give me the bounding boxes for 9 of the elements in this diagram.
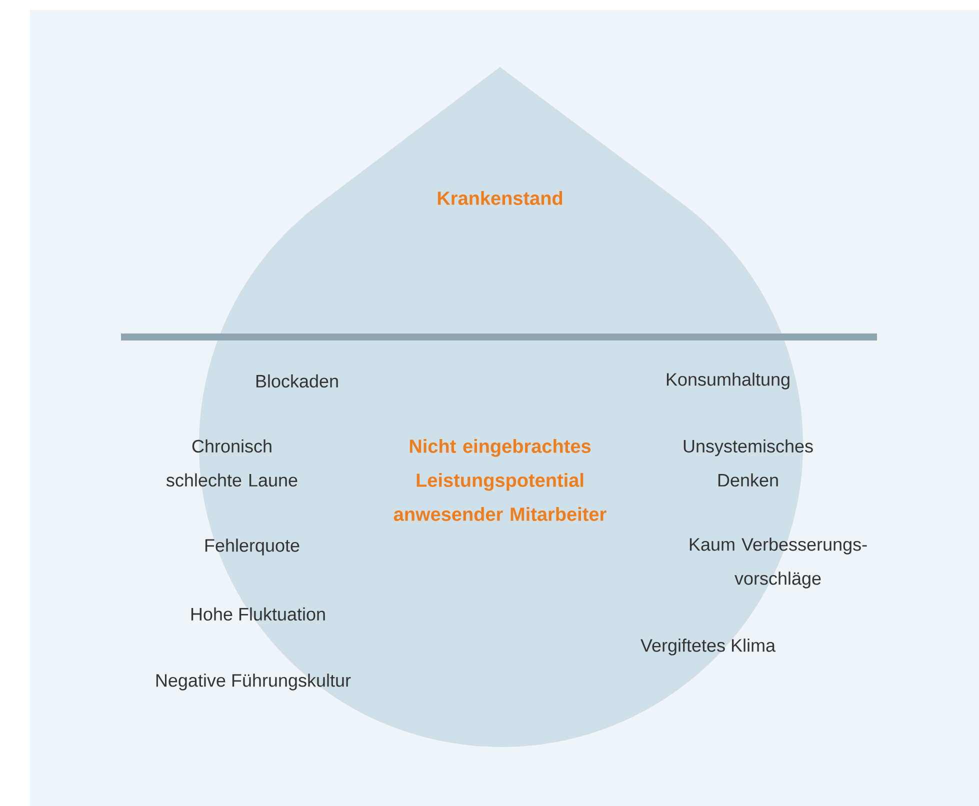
label: Fehlerquote [205,538,300,556]
label: Kaum Verbesserungs- vorschläge [690,538,867,588]
label: Blockaden [256,374,338,388]
label: Chronisch schlechte Laune [166,439,298,487]
label: Negative Führungskultur [156,674,351,690]
label: Vergiftetes Klima [640,638,776,656]
label: Konsumhaltung [666,372,790,390]
label: Hohe Fluktuation [191,607,325,621]
label: Unsystemisches Denken [684,439,813,487]
